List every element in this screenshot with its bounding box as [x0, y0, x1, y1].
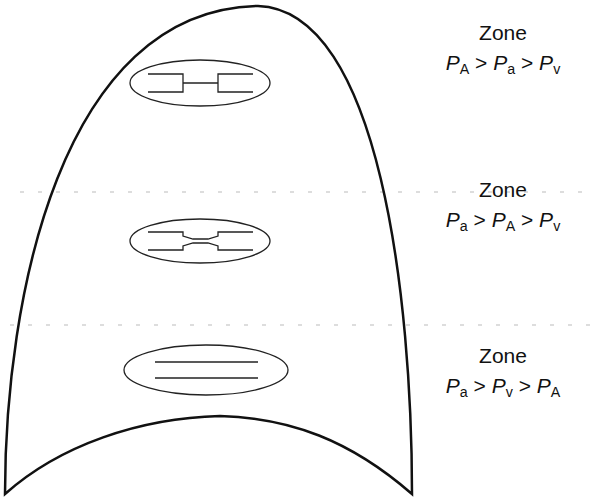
lung-outline — [5, 6, 412, 494]
capillary-collapsed — [148, 74, 253, 92]
pressure-relation: Pa > Pv > PA — [414, 373, 592, 399]
capillary-open — [155, 362, 258, 378]
capillary-narrowed — [148, 232, 253, 250]
alveolus-ellipse — [130, 60, 270, 106]
alveolus-ellipse — [130, 219, 270, 263]
zone-label: Zone — [414, 343, 592, 369]
pressure-relation: PA > Pa > Pv — [414, 50, 592, 76]
pressure-relation: Pa > PA > Pv — [414, 207, 592, 233]
zone-label: Zone — [414, 177, 592, 203]
alveolus-ellipses — [124, 60, 288, 395]
zone-label: Zone — [414, 20, 592, 46]
alveolus-ellipse — [124, 345, 288, 395]
